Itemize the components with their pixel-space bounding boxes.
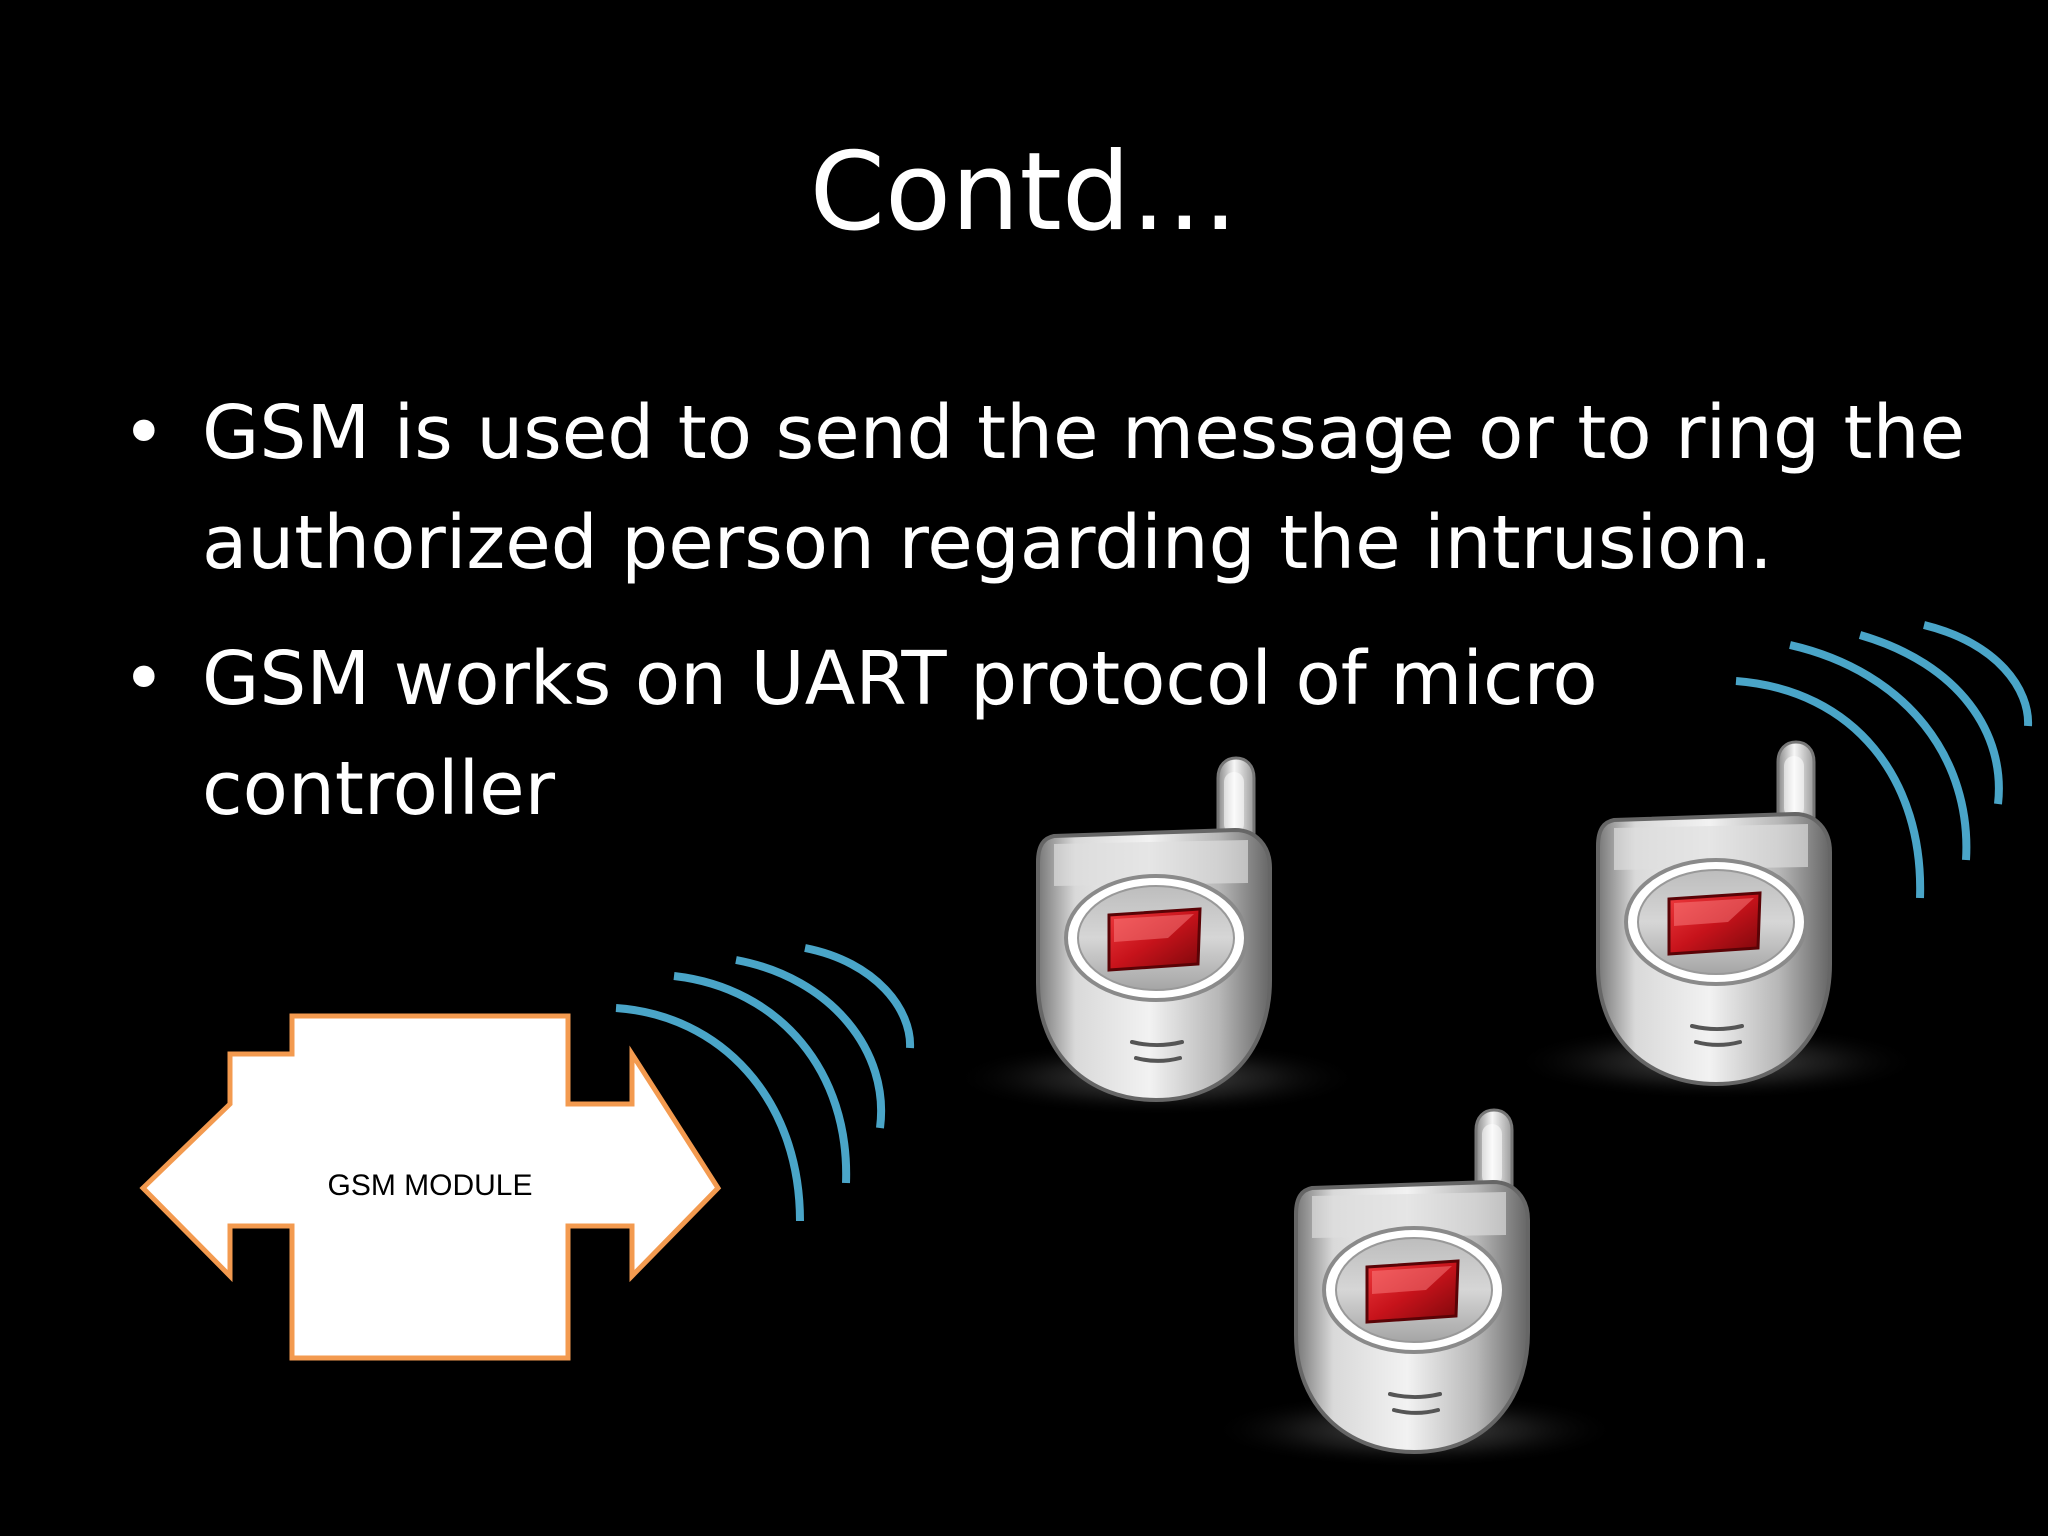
bullet-text-gsm-usage: GSM is used to send the message or to ri…	[202, 390, 1965, 586]
bullet-text-uart-protocol: GSM works on UART protocol of micro cont…	[202, 636, 1598, 832]
slide-title: Contd…	[809, 130, 1239, 255]
bullet-list: • GSM is used to send the message or to …	[122, 378, 1982, 870]
gsm-module-label: GSM MODULE	[327, 1169, 533, 1202]
mobile-phone-icon-3	[1208, 1108, 1622, 1470]
bullet-marker: •	[122, 390, 166, 476]
bullet-item-uart-protocol: • GSM works on UART protocol of micro co…	[122, 624, 1982, 844]
bullet-item-gsm-usage: • GSM is used to send the message or to …	[122, 378, 1982, 598]
module-signal-waves-icon	[615, 944, 915, 1222]
bullet-marker: •	[122, 636, 166, 722]
